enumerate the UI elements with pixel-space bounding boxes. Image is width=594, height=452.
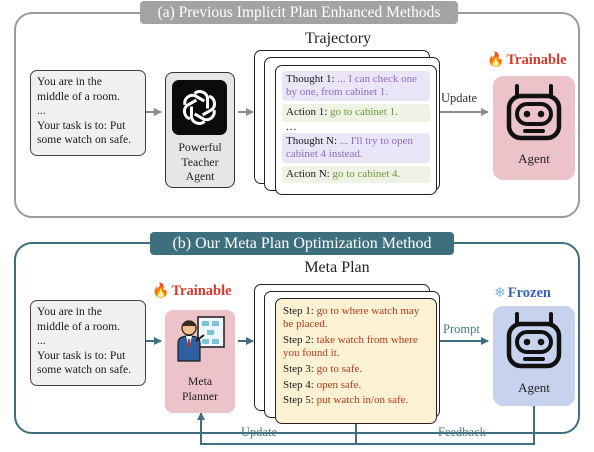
frozen-text: Frozen [507, 285, 551, 301]
teacher-line: Agent [185, 169, 215, 183]
trainable-badge-a: 🔥Trainable [487, 52, 567, 69]
panel-a-title: (a) Previous Implicit Plan Enhanced Meth… [140, 1, 458, 24]
update-label-a: Update [441, 91, 478, 105]
teacher-line: Powerful [178, 140, 222, 154]
task-line: ... [37, 334, 46, 348]
planner-line: Planner [181, 388, 219, 403]
step-prefix: Step 1: [283, 305, 317, 317]
action-1-text: go to cabinet 1. [330, 106, 398, 119]
action-1: Action 1: go to cabinet 1. [282, 104, 430, 122]
thought-n-prefix: Thought N: [286, 134, 340, 147]
fire-icon: 🔥 [487, 53, 505, 68]
trainable-text: Trainable [171, 283, 232, 299]
planner-line: Meta [187, 374, 213, 388]
task-instruction-box-b: You are in the middle of a room. ... You… [30, 300, 146, 386]
thought-1: Thought 1: ... I can check one by one, f… [282, 71, 430, 102]
robot-icon [506, 84, 562, 141]
feedback-label: Feedback [438, 425, 486, 439]
prompt-label: Prompt [443, 322, 480, 336]
meta-planner-label: Meta Planner [165, 374, 235, 403]
action-n-text: go to cabinet 4. [332, 168, 401, 181]
thought-1-text: ... I can check one by one, from cabinet… [286, 73, 418, 99]
trainable-text: Trainable [506, 52, 567, 68]
step-text: take watch from where you found it. [283, 333, 418, 360]
agent-label-b: Agent [518, 380, 550, 395]
task-line: Your task is to: Put [37, 348, 126, 362]
step-text: go to where watch may be placed. [283, 305, 420, 331]
action-1-prefix: Action 1: [286, 106, 330, 119]
robot-icon [506, 312, 562, 369]
step-prefix: Step 5: [283, 394, 317, 407]
plan-step-3: Step 3: go to safe. [283, 363, 429, 376]
plan-step-1: Step 1: go to where watch may be placed. [283, 305, 429, 331]
thought-n: Thought N: ... I'll try to open cabinet … [282, 132, 430, 164]
step-text: open safe. [316, 378, 362, 391]
plan-step-2: Step 2: take watch from where you found … [283, 334, 429, 360]
agent-label-a: Agent [518, 151, 550, 166]
trajectory-card-front: Thought 1: ... I can check one by one, f… [275, 65, 437, 195]
step-prefix: Step 2: [283, 333, 317, 346]
task-line: You are in the [37, 75, 102, 88]
teacher-line: Teacher [181, 154, 219, 169]
openai-knot-icon [182, 90, 217, 125]
thought-n-text: ... I'll try to open cabinet 4 instead. [286, 134, 413, 160]
plan-step-4: Step 4: open safe. [283, 379, 429, 392]
snowflake-icon: ❄ [494, 286, 506, 301]
step-prefix: Step 4: [283, 378, 317, 391]
task-line: You are in the [37, 305, 102, 318]
presenter-icon [177, 316, 225, 362]
teacher-agent-label: Powerful Teacher Agent [165, 140, 235, 184]
panel-b-title: (b) Our Meta Plan Optimization Method [150, 232, 454, 255]
task-line: middle of a room. [37, 89, 121, 103]
agent-box-a [493, 76, 575, 180]
trajectory-ellipsis: ... [286, 120, 298, 133]
task-line: Your task is to: Put [37, 118, 126, 132]
task-instruction-box: You are in the middle of a room. ... You… [30, 70, 146, 156]
meta-plan-card-front: Step 1: go to where watch may be placed.… [275, 298, 437, 424]
meta-plan-label: Meta Plan [304, 259, 370, 276]
fire-icon: 🔥 [152, 284, 170, 299]
action-n: Action N: go to cabinet 4. [282, 166, 430, 184]
openai-logo [172, 80, 227, 135]
step-text: put watch in/on safe. [316, 394, 409, 407]
step-text: go to safe. [316, 362, 363, 375]
trajectory-label: Trajectory [304, 30, 372, 47]
task-line: some watch on safe. [37, 363, 132, 377]
update-label-b: Update [241, 425, 278, 439]
action-n-prefix: Action N: [286, 168, 333, 181]
step-prefix: Step 3: [283, 362, 317, 375]
task-line: middle of a room. [37, 319, 121, 333]
frozen-badge: ❄Frozen [494, 285, 551, 302]
task-line: ... [37, 104, 46, 118]
arrow-feedback-update-loop [197, 399, 535, 445]
plan-step-5: Step 5: put watch in/on safe. [283, 394, 429, 407]
thought-1-prefix: Thought 1: [286, 73, 338, 85]
task-line: some watch on safe. [37, 133, 132, 147]
trainable-badge-b: 🔥Trainable [152, 283, 232, 300]
